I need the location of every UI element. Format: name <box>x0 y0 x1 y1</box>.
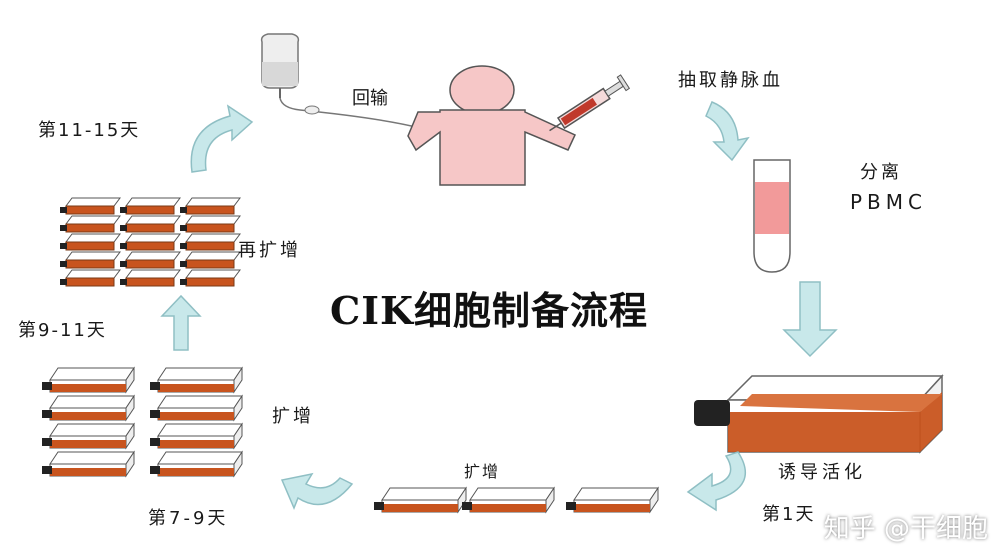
label-day11-15: 第11-15天 <box>38 120 141 141</box>
curved-arrow-icon <box>705 101 750 162</box>
label-expand-bottom: 扩增 <box>464 462 501 481</box>
flask-grid-top-left <box>59 197 241 287</box>
label-draw-blood: 抽取静脉血 <box>678 70 783 91</box>
curved-arrow-icon <box>280 472 354 510</box>
curved-arrow-icon <box>190 104 254 173</box>
label-return: 回输 <box>352 88 388 109</box>
watermark: 知乎 @干细胞 <box>823 514 988 544</box>
patient-icon <box>407 65 576 186</box>
label-re-expand: 再扩增 <box>238 240 301 261</box>
label-pbmc: PBMC <box>850 190 928 214</box>
flask-grid-left <box>41 367 243 477</box>
label-separate: 分离 <box>860 162 902 183</box>
label-day7-9: 第7-9天 <box>148 508 229 529</box>
down-arrow-icon <box>782 281 838 358</box>
label-induce: 诱导活化 <box>778 462 866 483</box>
up-arrow-icon <box>160 294 202 351</box>
syringe-icon <box>549 74 631 132</box>
label-day9-11: 第9-11天 <box>18 320 107 341</box>
iv-bag-icon <box>260 33 421 129</box>
curved-arrow-icon <box>686 451 747 512</box>
diagram-title: CIK细胞制备流程 <box>330 288 649 333</box>
test-tube-icon <box>753 159 791 273</box>
label-expand-left: 扩增 <box>272 406 314 427</box>
flask-row-bottom <box>373 487 659 513</box>
culture-flask-large <box>694 374 944 454</box>
label-day1: 第1天 <box>762 504 816 525</box>
